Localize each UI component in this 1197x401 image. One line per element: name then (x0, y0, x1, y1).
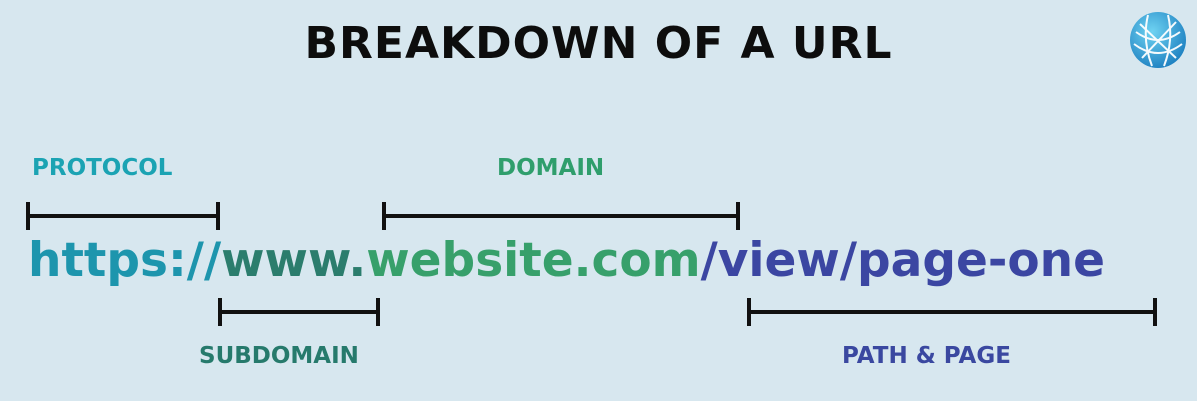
subdomain-label: SUBDOMAIN (199, 343, 359, 369)
path-bracket (747, 298, 1157, 326)
url-path: /view/page-one (700, 233, 1105, 288)
url-protocol: https:// (28, 233, 222, 288)
example-url: https://www.website.com/view/page-one (28, 233, 1105, 289)
url-subdomain: www. (221, 233, 367, 288)
subdomain-bracket (218, 298, 380, 326)
protocol-label: PROTOCOL (32, 155, 173, 181)
domain-bracket (382, 202, 740, 230)
protocol-bracket (26, 202, 220, 230)
url-domain: website.com (366, 233, 701, 288)
path-label: PATH & PAGE (842, 343, 1011, 369)
globe-logo-icon (1130, 12, 1186, 68)
page-title: BREAKDOWN OF A URL (304, 18, 893, 69)
domain-label: DOMAIN (497, 155, 605, 181)
